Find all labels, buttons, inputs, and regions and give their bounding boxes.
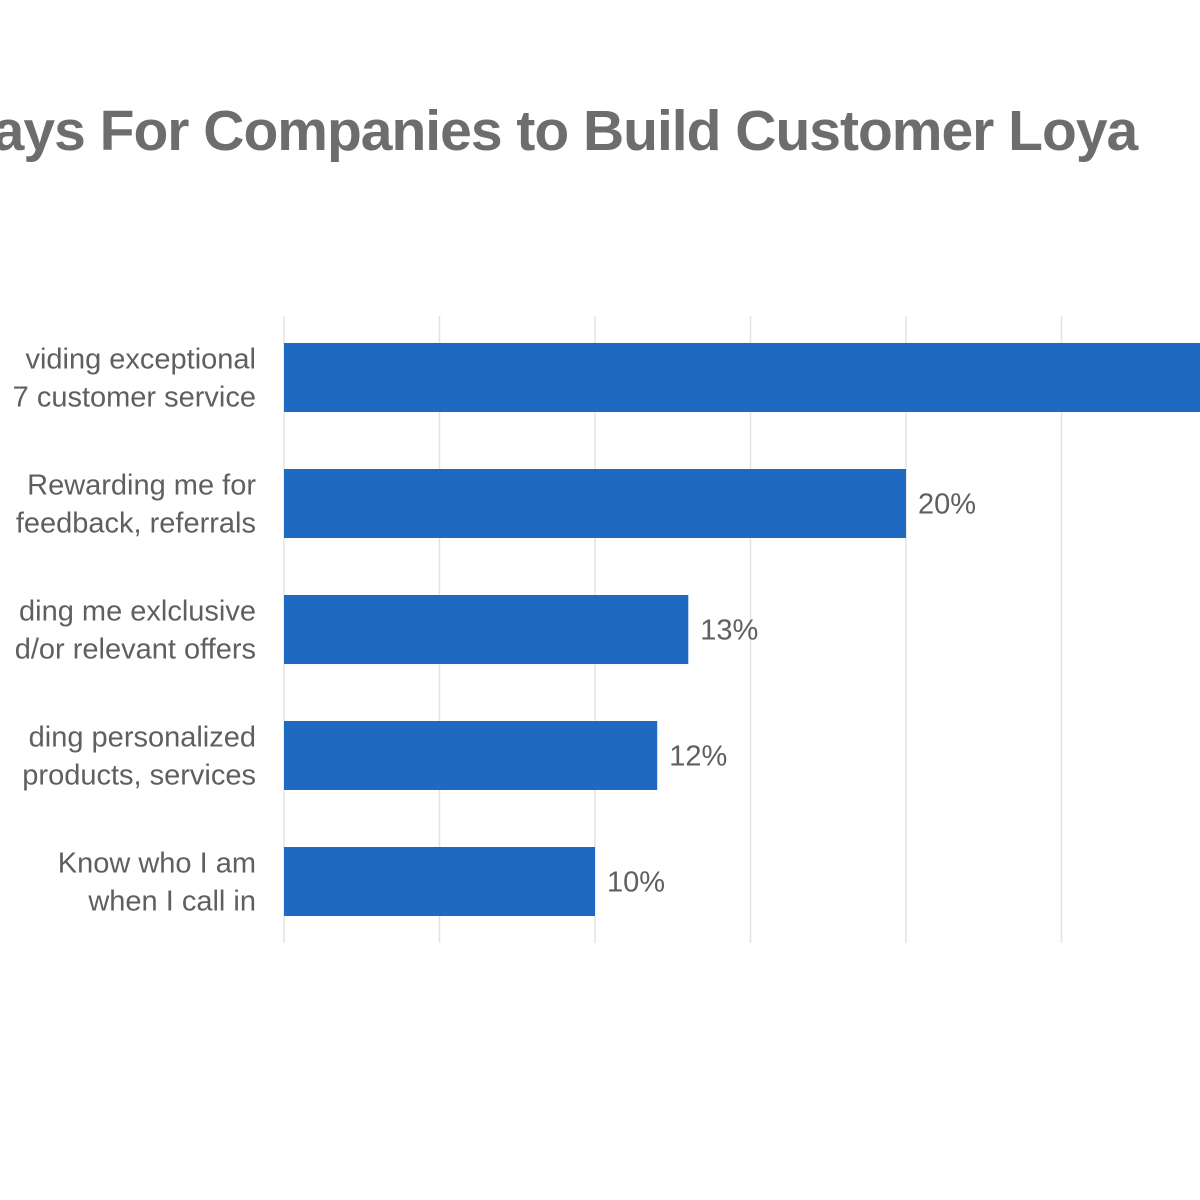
data-label: 10% [607,867,665,899]
data-label: 13% [700,615,758,647]
data-label: 20% [918,489,976,521]
bar [284,595,689,664]
bar [284,847,595,916]
bar [284,721,658,790]
bar [284,343,1200,412]
chart-title: Ways For Companies to Build Customer Loy… [0,99,1138,163]
data-label: 12% [669,741,727,773]
bar [284,469,906,538]
